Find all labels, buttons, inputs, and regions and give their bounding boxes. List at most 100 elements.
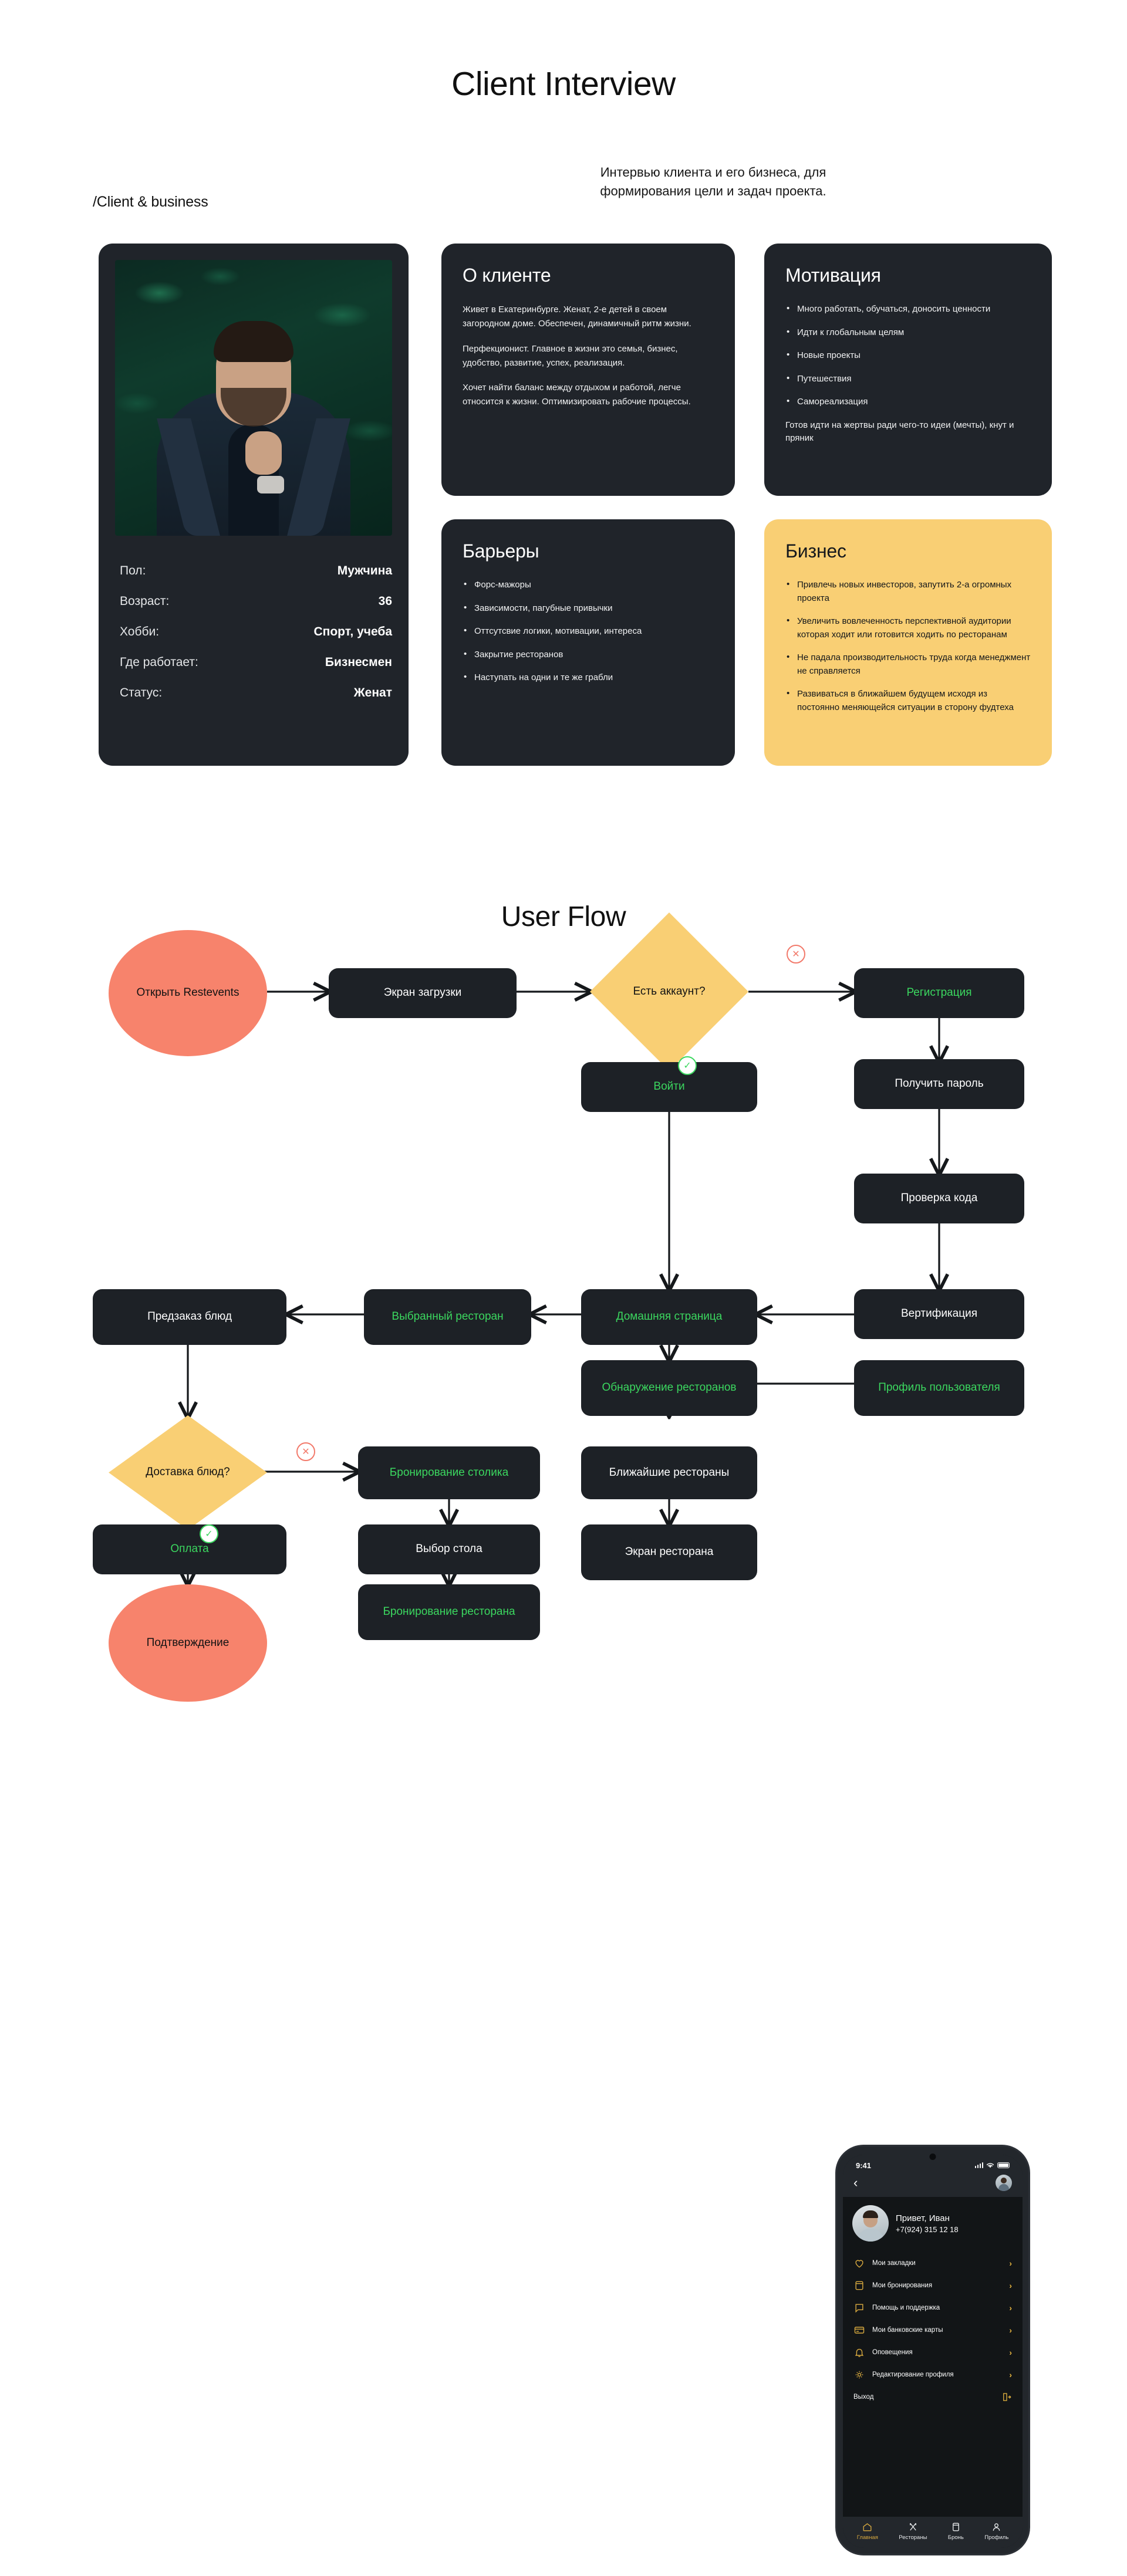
profile-row-value: 36	[378, 594, 392, 608]
flow-node-payment[interactable]: Оплата	[93, 1524, 286, 1574]
profile-row-key: Статус:	[120, 686, 163, 699]
heart-icon	[855, 2260, 863, 2268]
logout-row[interactable]: Выход	[852, 2386, 1013, 2402]
flow-node-table-choice[interactable]: Выбор стола	[358, 1524, 540, 1574]
menu-item-label: Оповещения	[872, 2349, 913, 2356]
menu-item-bookings[interactable]: Мои бронирования ›	[852, 2274, 1013, 2297]
menu-item-bookmarks[interactable]: Мои закладки ›	[852, 2252, 1013, 2274]
phone-mockup: 9:41 ‹ Привет, Иван	[835, 2145, 1030, 2555]
greeting-text: Привет, Иван	[896, 2213, 950, 2223]
battery-icon	[997, 2162, 1010, 2168]
flow-node-get-password[interactable]: Получить пароль	[854, 1059, 1024, 1109]
menu-item-label: Мои закладки	[872, 2260, 916, 2267]
flow-node-verification[interactable]: Вертификация	[854, 1289, 1024, 1339]
cutlery-icon	[909, 2523, 916, 2531]
avatar[interactable]	[852, 2205, 889, 2242]
chevron-right-icon: ›	[1009, 2303, 1012, 2313]
badge-no-registration: ✕	[787, 945, 805, 964]
card-motivation: Мотивация Много работать, обучаться, дон…	[764, 244, 1052, 496]
list-item: Новые проекты	[785, 349, 1031, 363]
badge-no-delivery: ✕	[296, 1442, 315, 1461]
gear-icon	[855, 2371, 863, 2379]
flow-node-discover-restaurants[interactable]: Обнаружение ресторанов	[581, 1360, 757, 1416]
list-item: Не падала производительность труда когда…	[785, 651, 1031, 678]
signal-icon	[974, 2162, 983, 2168]
card-business: Бизнес Привлечь новых инвесторов, запути…	[764, 519, 1052, 766]
phone-camera-notch	[929, 2154, 936, 2160]
page-subtitle: Интервью клиента и его бизнеса, для форм…	[600, 165, 826, 198]
list-item: Самореализация	[785, 395, 1031, 409]
flow-node-confirmation[interactable]: Подтверждение	[109, 1584, 267, 1702]
list-item: Зависимости, пагубные привычки	[463, 601, 714, 616]
flow-node-selected-restaurant[interactable]: Выбранный ресторан	[364, 1289, 531, 1345]
flow-node-restaurant-screen[interactable]: Экран ресторана	[581, 1524, 757, 1580]
avatar[interactable]	[996, 2175, 1012, 2191]
flow-node-user-profile[interactable]: Профиль пользователя	[854, 1360, 1024, 1416]
flow-node-preorder[interactable]: Предзаказ блюд	[93, 1289, 286, 1345]
chevron-right-icon: ›	[1009, 2348, 1012, 2357]
flow-node-restaurant-booking[interactable]: Бронирование ресторана	[358, 1584, 540, 1640]
badge-yes-delivery: ✓	[200, 1524, 218, 1543]
phone-content: Привет, Иван +7(924) 315 12 18 Мои закла…	[843, 2197, 1023, 2517]
menu-item-label: Мои банковские карты	[872, 2327, 943, 2334]
profile-row: Пол: Мужчина	[115, 556, 392, 586]
list-item: Форс-мажоры	[463, 578, 714, 592]
chevron-right-icon: ›	[1009, 2325, 1012, 2335]
menu-item-bank-cards[interactable]: Мои банковские карты ›	[852, 2319, 1013, 2341]
card-paragraph: Живет в Екатеринбурге. Женат, 2-е детей …	[463, 305, 691, 329]
profile-row: Где работает: Бизнесмен	[115, 647, 392, 678]
book-icon	[855, 2281, 863, 2290]
section-title: User Flow	[501, 901, 626, 932]
card-title: О клиенте	[463, 265, 551, 286]
nav-item-restaurants[interactable]: Рестораны	[899, 2521, 927, 2541]
profile-card: Пол: Мужчина Возраст: 36 Хобби: Спорт, у…	[99, 244, 409, 766]
card-icon	[854, 2327, 865, 2334]
back-chevron-icon[interactable]: ‹	[853, 2175, 858, 2190]
card-barriers: Барьеры Форс-мажоры Зависимости, пагубны…	[441, 519, 735, 766]
menu-item-support[interactable]: Помощь и поддержка ›	[852, 2297, 1013, 2319]
chevron-right-icon: ›	[1009, 2370, 1012, 2379]
menu-item-label: Редактирование профиля	[872, 2371, 954, 2378]
flow-node-login[interactable]: Войти	[581, 1062, 757, 1112]
menu-item-notifications[interactable]: Оповещения ›	[852, 2341, 1013, 2364]
flow-node-nearby-restaurants[interactable]: Ближайшие рестораны	[581, 1446, 757, 1499]
business-list: Привлечь новых инвесторов, запутить 2-а …	[785, 578, 1031, 714]
menu-item-edit-profile[interactable]: Редактирование профиля ›	[852, 2364, 1013, 2386]
flow-node-loading-screen[interactable]: Экран загрузки	[329, 968, 517, 1018]
list-item: Идти к глобальным целям	[785, 326, 1031, 340]
motivation-list: Много работать, обучаться, доносить ценн…	[785, 302, 1031, 409]
profile-row-key: Хобби:	[120, 625, 160, 638]
user-flow-section: User Flow	[0, 880, 1127, 2576]
nav-item-booking[interactable]: Бронь	[948, 2521, 964, 2541]
profile-row-key: Возраст:	[120, 594, 170, 608]
card-title: Мотивация	[785, 265, 881, 286]
flow-node-registration[interactable]: Регистрация	[854, 968, 1024, 1018]
user-greeting-block: Привет, Иван +7(924) 315 12 18	[852, 2203, 1013, 2250]
breadcrumb: /Client & business	[93, 194, 208, 210]
list-item: Привлечь новых инвесторов, запутить 2-а …	[785, 578, 1031, 605]
nav-item-label: Рестораны	[899, 2534, 927, 2541]
profile-row: Статус: Женат	[115, 678, 392, 708]
flow-node-table-booking[interactable]: Бронирование столика	[358, 1446, 540, 1499]
profile-row-key: Пол:	[120, 564, 146, 577]
flow-node-start[interactable]: Открыть Restevents	[109, 930, 267, 1056]
card-title: Барьеры	[463, 540, 539, 562]
chevron-right-icon: ›	[1009, 2259, 1012, 2268]
profile-row-value: Спорт, учеба	[313, 625, 392, 638]
person-icon	[993, 2523, 1000, 2531]
nav-item-profile[interactable]: Профиль	[984, 2521, 1008, 2541]
wifi-icon	[986, 2162, 994, 2168]
list-item: Наступать на одни и те же грабли	[463, 671, 714, 685]
flow-node-check-code[interactable]: Проверка кода	[854, 1174, 1024, 1223]
profile-row-value: Женат	[353, 686, 392, 699]
nav-item-home[interactable]: Главная	[857, 2521, 878, 2541]
flow-connectors	[0, 880, 1127, 2576]
nav-item-label: Профиль	[984, 2534, 1009, 2541]
user-phone-number: +7(924) 315 12 18	[896, 2225, 959, 2234]
menu-item-label: Помощь и поддержка	[872, 2304, 940, 2311]
booking-icon	[952, 2523, 959, 2531]
flow-node-home-page[interactable]: Домашняя страница	[581, 1289, 757, 1345]
phone-bottom-nav: Главная Рестораны Бронь Профиль	[843, 2517, 1023, 2548]
card-title: Бизнес	[785, 540, 846, 562]
chevron-right-icon: ›	[1009, 2281, 1012, 2290]
